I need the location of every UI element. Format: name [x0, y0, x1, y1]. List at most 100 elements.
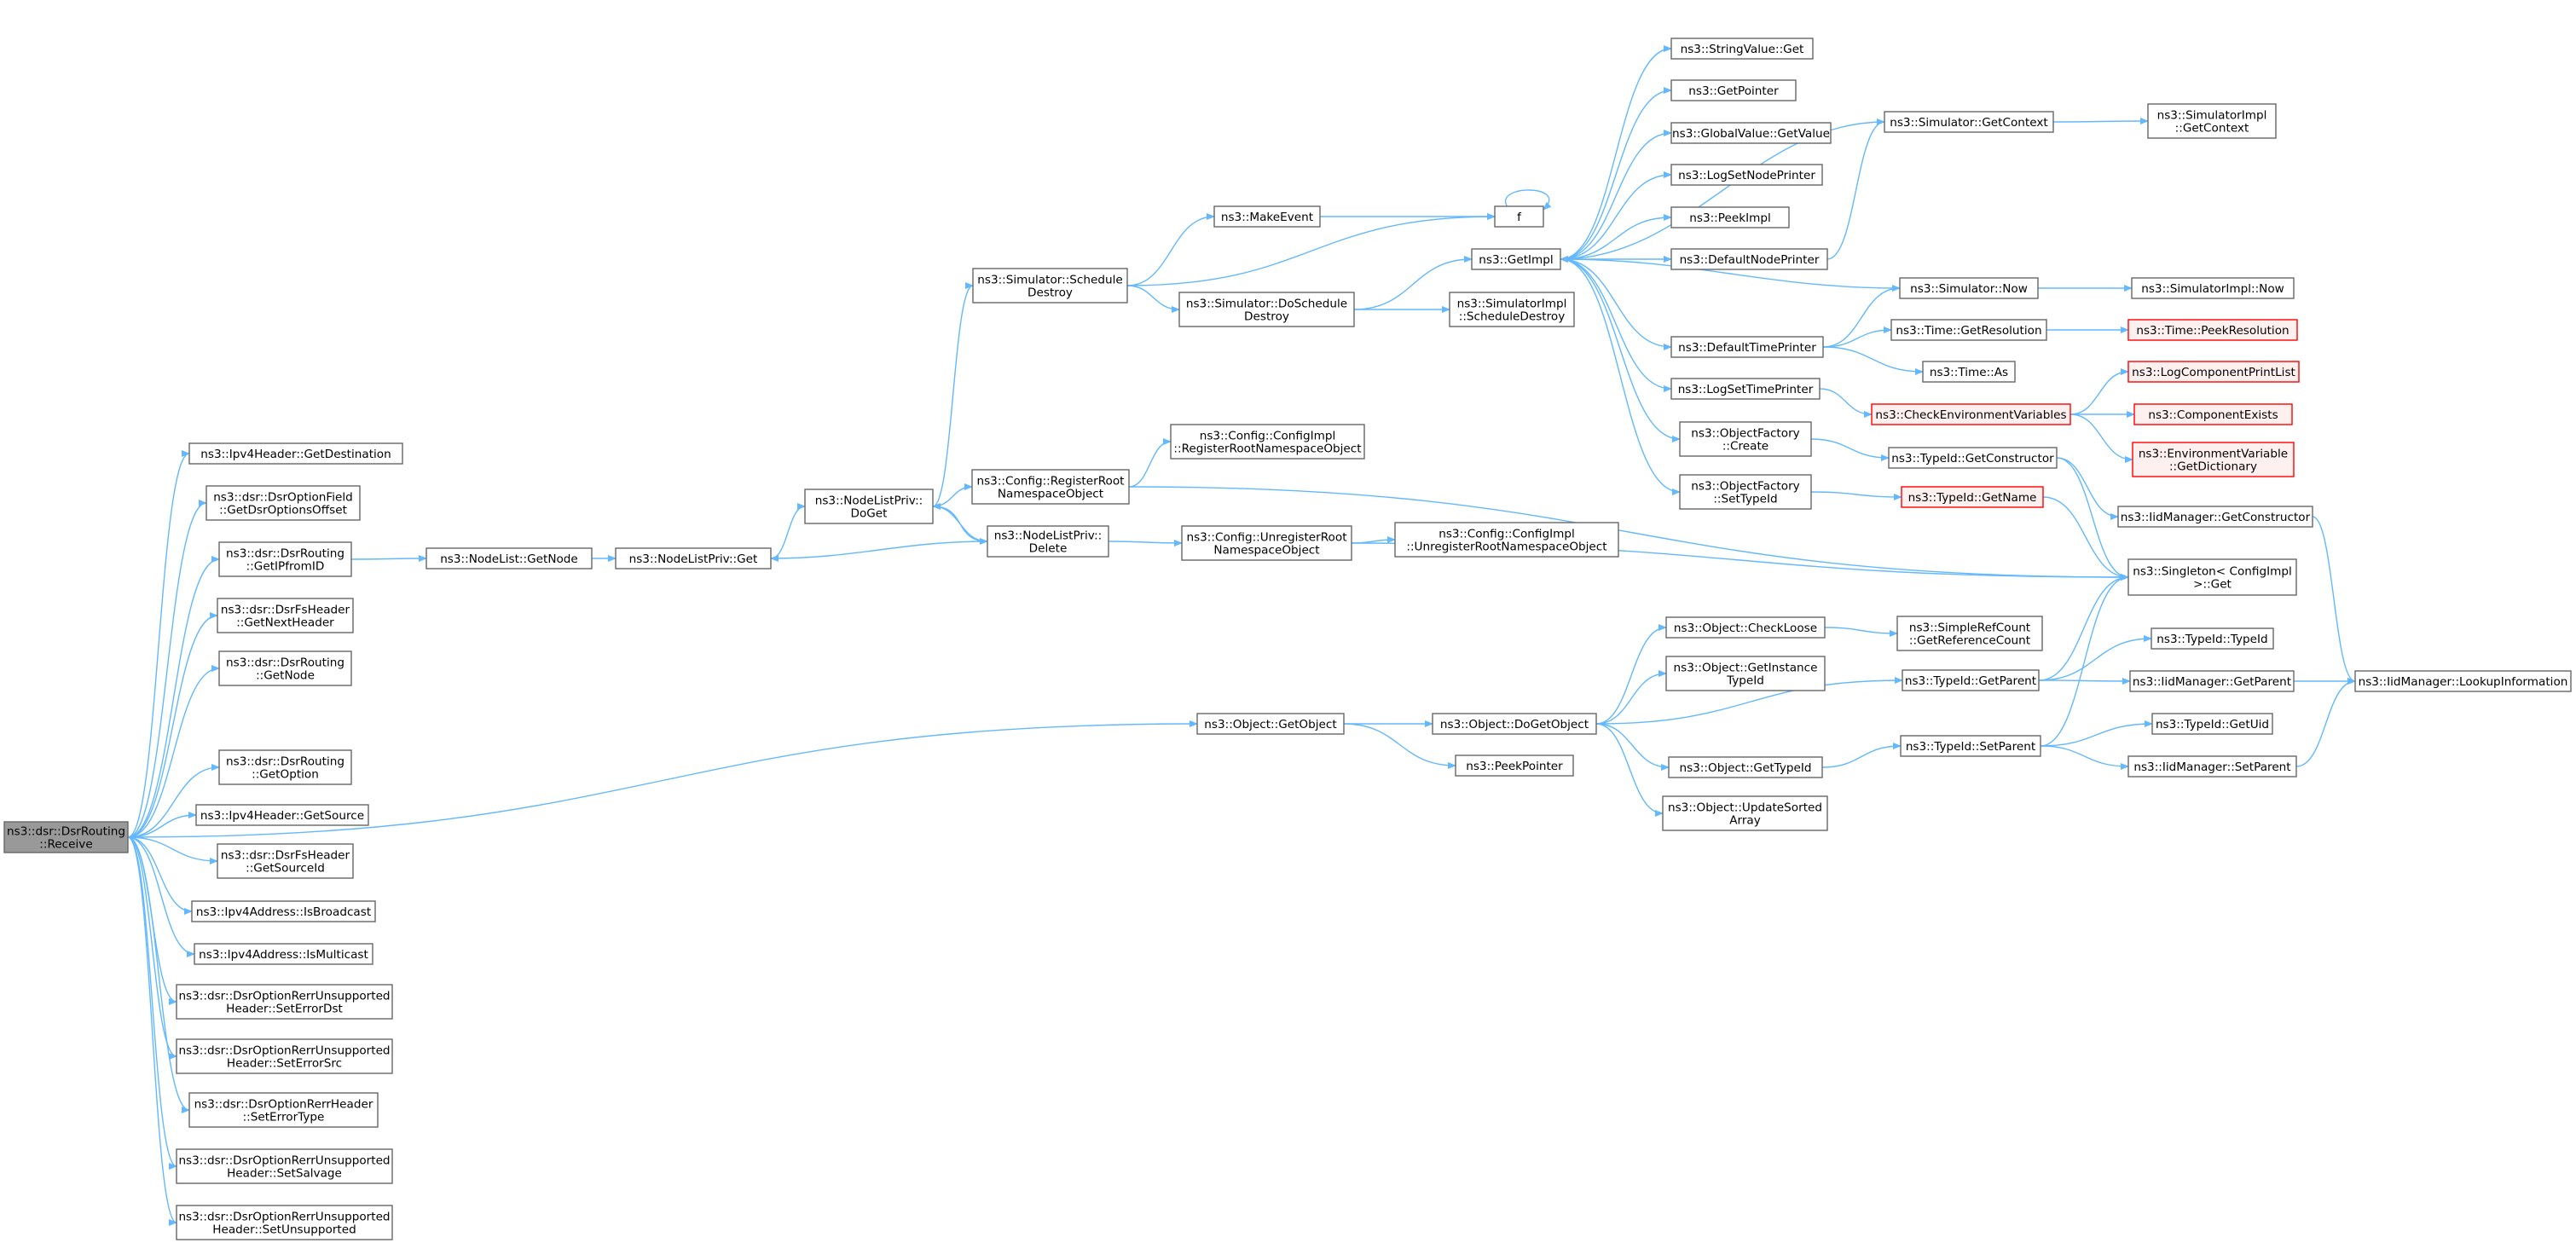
node-defaulttimeprinter[interactable]: ns3::DefaultTimePrinter	[1670, 336, 1824, 358]
node-sim-now[interactable]: ns3::Simulator::Now	[1899, 277, 2039, 299]
node-box	[1670, 248, 1828, 270]
node-defaultnodeprinter[interactable]: ns3::DefaultNodePrinter	[1670, 248, 1828, 270]
node-logsettimeprinter[interactable]: ns3::LogSetTimePrinter	[1670, 378, 1821, 400]
node-label: ns3::Object::GetTypeId	[1679, 761, 1811, 775]
node-time-as[interactable]: ns3::Time::As	[1922, 361, 2016, 383]
node-box	[176, 984, 393, 1020]
node-iidmgr-getparent[interactable]: ns3::IidManager::GetParent	[2129, 670, 2295, 692]
edge-sched_destroy-to-makeevent	[1126, 213, 1215, 286]
node-iidmgr-setparent[interactable]: ns3::IidManager::SetParent	[2127, 755, 2297, 778]
node-nodelist-getnode[interactable]: ns3::NodeList::GetNode	[425, 547, 593, 569]
node-peekpointer[interactable]: ns3::PeekPointer	[1455, 754, 1574, 777]
node-globalvalue-getvalue[interactable]: ns3::GlobalValue::GetValue	[1670, 122, 1832, 144]
node-seterrortype[interactable]: ns3::dsr::DsrOptionRerrHeader::SetErrorT…	[188, 1092, 379, 1128]
node-label: Header::SetErrorSrc	[227, 1057, 342, 1071]
node-ismulticast[interactable]: ns3::Ipv4Address::IsMulticast	[194, 943, 373, 965]
node-label: ns3::CheckEnvironmentVariables	[1875, 408, 2066, 422]
node-box	[425, 547, 593, 569]
node-obj-checkloose[interactable]: ns3::Object::CheckLoose	[1665, 616, 1826, 639]
node-makeevent[interactable]: ns3::MakeEvent	[1213, 205, 1321, 228]
node-getoption[interactable]: ns3::dsr::DsrRouting::GetOption	[218, 749, 352, 785]
node-box	[1662, 795, 1828, 831]
node-obj-gettypeid[interactable]: ns3::Object::GetTypeId	[1668, 756, 1823, 778]
node-unreg-root-ns[interactable]: ns3::Config::UnregisterRootNamespaceObje…	[1181, 525, 1352, 561]
node-logcompprintlist[interactable]: ns3::LogComponentPrintList	[2127, 361, 2300, 383]
node-getdsroptoffset[interactable]: ns3::dsr::DsrOptionField::GetDsrOptionsO…	[206, 485, 361, 521]
edge-checkenv-to-logcompprintlist	[2069, 368, 2129, 415]
node-typeid-getuid[interactable]: ns3::TypeId::GetUid	[2151, 713, 2273, 735]
node-label: ns3::IidManager::SetParent	[2133, 760, 2290, 774]
edge-nlp_doget-to-reg_root_ns	[932, 483, 973, 507]
node-label: ::GetDsrOptionsOffset	[219, 504, 347, 517]
node-iidmgr-getconstructor[interactable]: ns3::IidManager::GetConstructor	[2117, 506, 2313, 528]
node-isbroadcast[interactable]: ns3::Ipv4Address::IsBroadcast	[191, 900, 376, 922]
node-getsourceid[interactable]: ns3::dsr::DsrFsHeader::GetSourceId	[217, 843, 354, 879]
node-dsr-getnode[interactable]: ns3::dsr::DsrRouting::GetNode	[218, 650, 352, 686]
node-getipfromid[interactable]: ns3::dsr::DsrRouting::GetIPfromID	[218, 541, 352, 577]
edge-defaulttimeprinter-to-time_as	[1822, 346, 1924, 375]
node-typeid-getname[interactable]: ns3::TypeId::GetName	[1901, 486, 2044, 508]
node-simimpl-getcontext[interactable]: ns3::SimulatorImpl::GetContext	[2147, 103, 2277, 139]
node-stringvalue-get[interactable]: ns3::StringValue::Get	[1670, 38, 1814, 60]
node-box	[1670, 79, 1797, 101]
node-ipv4-getdest[interactable]: ns3::Ipv4Header::GetDestination	[188, 442, 403, 465]
node-box	[176, 1148, 393, 1184]
node-envvar-getdict[interactable]: ns3::EnvironmentVariable::GetDictionary	[2132, 442, 2295, 477]
edge-typeid_setparent-to-iidmgr_setparent	[2040, 745, 2129, 770]
node-label: ns3::TypeId::GetConstructor	[1891, 452, 2054, 465]
node-label: ::RegisterRootNamespaceObject	[1173, 442, 1361, 456]
node-getimpl[interactable]: ns3::GetImpl	[1471, 248, 1561, 270]
node-getnextheader[interactable]: ns3::dsr::DsrFsHeader::GetNextHeader	[217, 598, 354, 633]
edge-defaultnodeprinter-to-sim_getcontext	[1826, 119, 1885, 260]
node-simimpl-now[interactable]: ns3::SimulatorImpl::Now	[2131, 277, 2295, 299]
node-nlp-doget[interactable]: ns3::NodeListPriv::DoGet	[804, 489, 934, 524]
node-singleton-get[interactable]: ns3::Singleton< ConfigImpl >::Get	[2127, 558, 2297, 596]
node-setsalvage[interactable]: ns3::dsr::DsrOptionRerrUnsupportedHeader…	[176, 1148, 393, 1184]
node-label: DoGet	[850, 507, 887, 521]
node-label: ::GetNode	[256, 669, 315, 683]
node-peekimpl[interactable]: ns3::PeekImpl	[1670, 206, 1790, 228]
node-receive[interactable]: ns3::dsr::DsrRouting::Receive	[3, 821, 129, 853]
node-time-peekres[interactable]: ns3::Time::PeekResolution	[2127, 319, 2298, 341]
edge-typeid_getconstructor-to-singleton_get	[2056, 457, 2129, 581]
node-typeid-getconstructor[interactable]: ns3::TypeId::GetConstructor	[1888, 447, 2058, 469]
node-sim-getcontext[interactable]: ns3::Simulator::GetContext	[1884, 111, 2054, 133]
node-checkenv[interactable]: ns3::CheckEnvironmentVariables	[1871, 403, 2071, 425]
node-sched-destroy[interactable]: ns3::Simulator::ScheduleDestroy	[972, 268, 1128, 304]
node-componentexists[interactable]: ns3::ComponentExists	[2133, 403, 2293, 425]
node-objfactory-settypeid[interactable]: ns3::ObjectFactory::SetTypeId	[1679, 474, 1812, 510]
node-simimpl-scheddestroy[interactable]: ns3::SimulatorImpl::ScheduleDestroy	[1449, 292, 1575, 327]
node-obj-dogetobject[interactable]: ns3::Object::DoGetObject	[1432, 713, 1597, 735]
edge-nlp_delete-to-unreg_root_ns	[1108, 539, 1183, 546]
node-nlp-get[interactable]: ns3::NodeListPriv::Get	[615, 547, 772, 569]
edge-getimpl-to-globalvalue_getvalue	[1560, 130, 1672, 260]
node-box	[1668, 756, 1823, 778]
node-obj-getobject[interactable]: ns3::Object::GetObject	[1196, 713, 1345, 735]
node-simplerefcount[interactable]: ns3::SimpleRefCount::GetReferenceCount	[1896, 616, 2043, 651]
node-f[interactable]: f	[1494, 205, 1544, 228]
node-iidmgr-lookupinfo[interactable]: ns3::IidManager::LookupInformation	[2354, 670, 2572, 692]
node-seterrorsrc[interactable]: ns3::dsr::DsrOptionRerrUnsupportedHeader…	[176, 1038, 393, 1074]
node-label: ns3::dsr::DsrOptionField	[213, 491, 353, 505]
node-logsetnodeprinter[interactable]: ns3::LogSetNodePrinter	[1670, 164, 1823, 186]
node-time-getres[interactable]: ns3::Time::GetResolution	[1890, 319, 2047, 341]
node-typeid-getparent[interactable]: ns3::TypeId::GetParent	[1902, 669, 2040, 691]
node-objfactory-create[interactable]: ns3::ObjectFactory::Create	[1679, 421, 1812, 457]
node-label: ::ScheduleDestroy	[1459, 310, 1566, 324]
node-ipv4-getsource[interactable]: ns3::Ipv4Header::GetSource	[195, 804, 369, 826]
node-setunsupported[interactable]: ns3::dsr::DsrOptionRerrUnsupportedHeader…	[176, 1205, 393, 1240]
node-label: ns3::DefaultTimePrinter	[1678, 341, 1816, 355]
node-cfgimpl-reg[interactable]: ns3::Config::ConfigImpl::RegisterRootNam…	[1170, 424, 1365, 460]
node-seterrordst[interactable]: ns3::dsr::DsrOptionRerrUnsupportedHeader…	[176, 984, 393, 1020]
node-typeid-typeid[interactable]: ns3::TypeId::TypeId	[2151, 627, 2274, 650]
edge-reg_root_ns-to-cfgimpl_reg	[1128, 438, 1172, 488]
node-typeid-setparent[interactable]: ns3::TypeId::SetParent	[1900, 735, 2041, 757]
node-nlp-delete[interactable]: ns3::NodeListPriv::Delete	[987, 525, 1109, 558]
node-getpointer[interactable]: ns3::GetPointer	[1670, 79, 1797, 101]
node-box	[191, 900, 376, 922]
node-reg-root-ns[interactable]: ns3::Config::RegisterRootNamespaceObject	[971, 469, 1130, 505]
node-cfgimpl-unreg[interactable]: ns3::Config::ConfigImpl::UnregisterRootN…	[1394, 522, 1619, 558]
